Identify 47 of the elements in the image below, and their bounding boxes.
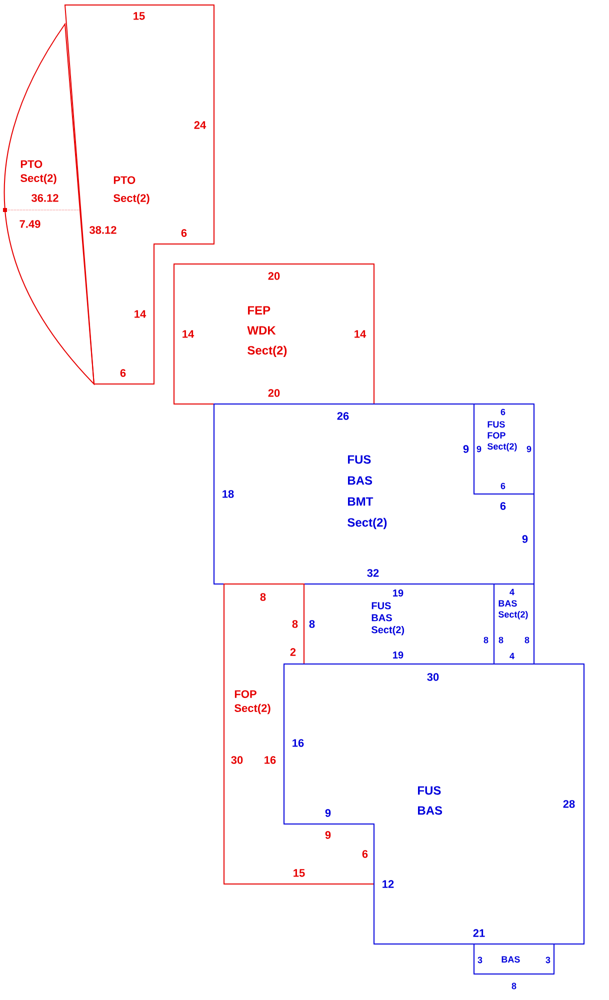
dimension-label: 9 — [463, 445, 469, 453]
dimension-label: 8 — [309, 620, 315, 628]
dimension-label: 6 — [500, 502, 506, 510]
dimension-label: 36.12 — [31, 194, 58, 202]
dimension-label: 12 — [382, 880, 394, 888]
dimension-label: 6 — [120, 369, 126, 377]
dimension-label: 8 — [498, 636, 504, 644]
dimension-label: 20 — [268, 272, 280, 280]
dimension-label: 16 — [264, 756, 276, 764]
dimension-label: 14 — [354, 330, 366, 338]
dimension-label: 9 — [526, 446, 532, 452]
dimension-label: 2 — [290, 648, 296, 656]
dimension-label: 19 — [393, 589, 404, 597]
dimension-label: 6 — [362, 850, 368, 858]
dimension-label: 16 — [292, 739, 304, 747]
dimension-label: 6 — [500, 408, 506, 416]
dimension-label: 8 — [512, 982, 516, 990]
dimension-label: 20 — [268, 389, 280, 397]
dimension-label: 9 — [476, 446, 482, 452]
dimension-label: 9 — [325, 831, 331, 839]
dimension-label: 21 — [473, 929, 485, 937]
dimension-label: 15 — [294, 869, 305, 877]
dimension-label: 8 — [292, 620, 298, 628]
dimension-label: 32 — [367, 569, 379, 577]
dimension-label: 8 — [484, 636, 488, 644]
dimension-label: 30 — [231, 756, 243, 764]
dimension-label: 9 — [522, 535, 528, 543]
dimension-label: 26 — [337, 412, 349, 420]
dimension-label: 7.49 — [20, 220, 40, 228]
dimension-label: 28 — [563, 800, 575, 808]
dimension-label: 14 — [182, 330, 194, 338]
dimension-label: 30 — [427, 673, 439, 681]
dimension-label: 6 — [500, 482, 506, 490]
dimension-label: 8 — [260, 593, 266, 601]
dimension-label: 4 — [510, 588, 514, 596]
dimension-label: 14 — [134, 310, 146, 318]
dimension-label: 6 — [181, 229, 187, 237]
dimension-label: 4 — [510, 652, 514, 660]
dimension-label: 38.12 — [89, 226, 116, 234]
dimension-label: 24 — [194, 121, 206, 129]
dimension-label: 3 — [546, 956, 550, 964]
dimension-label: 18 — [222, 490, 234, 498]
dimension-label: 9 — [325, 809, 331, 817]
dimension-label: 19 — [393, 651, 404, 659]
dimension-label: 15 — [134, 12, 145, 20]
dimension-label: 8 — [524, 636, 530, 644]
dimension-label: 3 — [478, 956, 482, 964]
